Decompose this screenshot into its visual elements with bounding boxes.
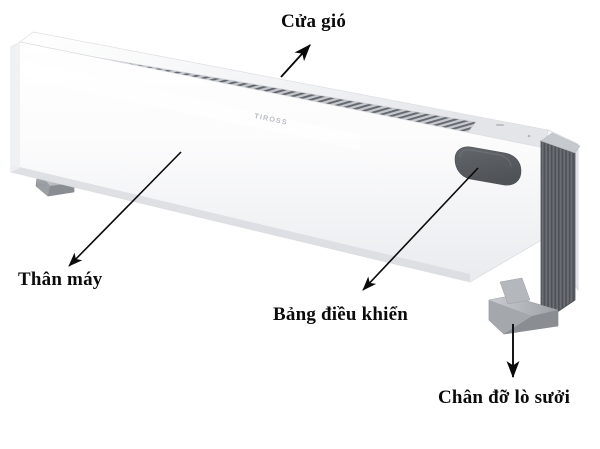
- right-support-foot: [488, 277, 559, 335]
- side-vent-grille: [540, 132, 581, 324]
- callout-label-cua-gio: Cửa gió: [281, 11, 347, 32]
- callout-arrow-than-may: [68, 151, 182, 267]
- top-indicator-markers: [496, 124, 531, 138]
- heater-front-body: [10, 41, 546, 283]
- callout-label-bang-dieu-khien: Bảng điều khiển: [273, 304, 408, 325]
- callout-arrow-cua-gio: [280, 44, 311, 78]
- callout-label-chan-do-lo-suoi: Chân đỡ lò sưởi: [438, 387, 571, 408]
- callout-arrow-bang-dieu-khien: [362, 167, 479, 291]
- callout-label-than-may: Thân máy: [18, 269, 103, 290]
